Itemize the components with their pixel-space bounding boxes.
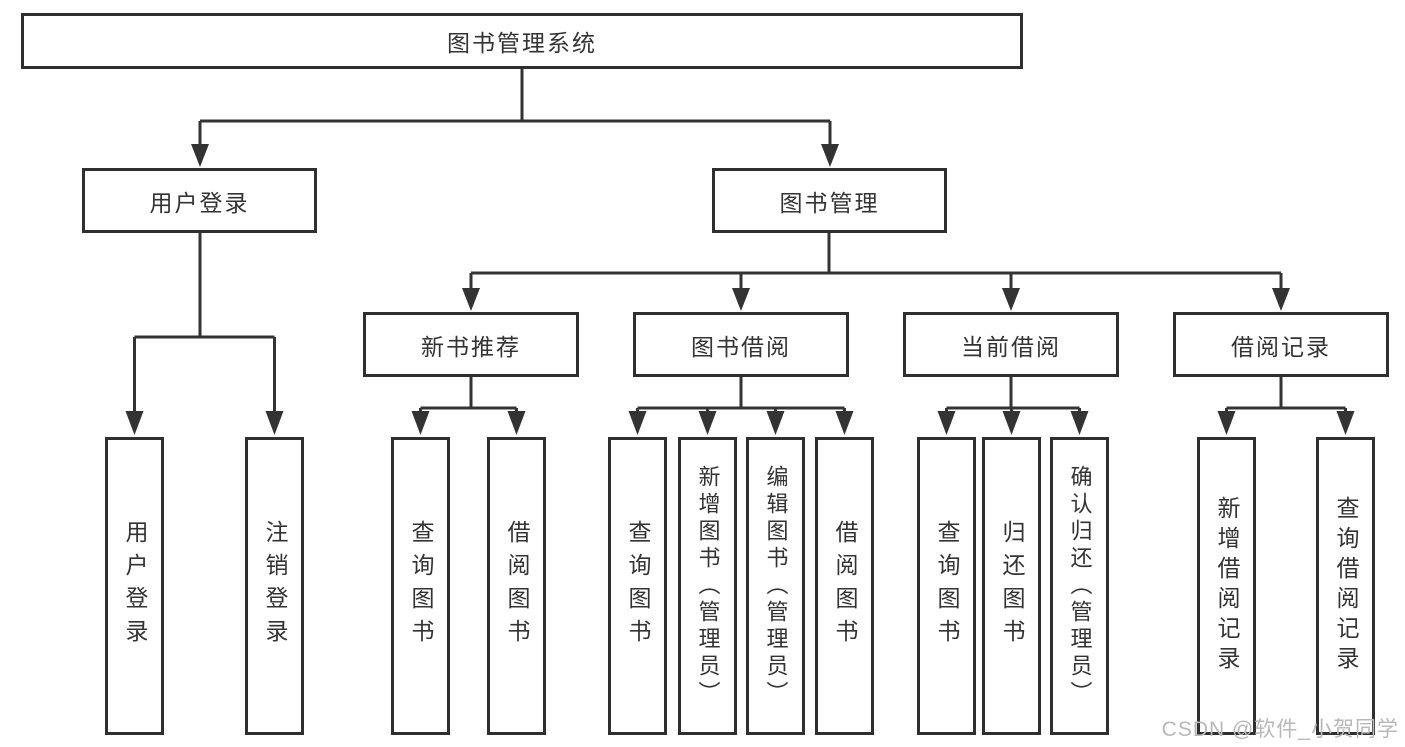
- arrowhead-book-borrowing: [732, 288, 750, 311]
- connector-user-login-children: [133, 232, 276, 412]
- leaf-add-borrow-record: 新增借阅记录: [1197, 437, 1256, 735]
- arrowhead-leaf-query-books-1: [411, 411, 430, 435]
- arrowhead-borrow-records: [1272, 288, 1290, 311]
- node-label: 借阅图书: [832, 520, 858, 652]
- node-label: 查询图书: [625, 520, 651, 652]
- node-label: 借阅记录: [1231, 333, 1331, 360]
- node-label: 新增图书（管理员）: [695, 464, 721, 708]
- leaf-user-login: 用户登录: [105, 437, 164, 735]
- node-label: 用户登录: [149, 189, 250, 216]
- node-book-borrowing: 图书借阅: [633, 312, 849, 377]
- connector-current-borrowing-children: [945, 376, 1081, 414]
- node-label: 注销登录: [262, 520, 288, 652]
- node-label: 归还图书: [999, 520, 1025, 652]
- leaf-logout-login: 注销登录: [245, 437, 304, 735]
- arrowhead-leaf-query-books-2: [628, 411, 647, 435]
- leaf-confirm-return-admin: 确认归还（管理员）: [1050, 437, 1109, 735]
- node-label: 确认归还（管理员）: [1067, 464, 1093, 708]
- arrowhead-leaf-add-borrow-record: [1217, 411, 1236, 435]
- node-label: 图书借阅: [691, 333, 791, 360]
- arrowhead-current-borrowing: [1002, 288, 1020, 311]
- leaf-query-books-3: 查询图书: [917, 437, 976, 735]
- node-label: 新书推荐: [421, 333, 521, 360]
- node-label: 图书管理: [779, 189, 880, 216]
- node-new-book-recommend: 新书推荐: [363, 312, 579, 377]
- node-label: 当前借阅: [961, 333, 1061, 360]
- arrowhead-leaf-query-borrow-record: [1336, 411, 1355, 435]
- csdn-watermark: CSDN @软件_小贺同学: [1161, 718, 1399, 741]
- leaf-query-books-2: 查询图书: [608, 437, 667, 735]
- connector-borrow-records-children: [1225, 376, 1347, 414]
- node-user-login-branch: 用户登录: [82, 168, 317, 233]
- arrowhead-leaf-logout: [265, 411, 284, 435]
- leaf-borrow-books-1: 借阅图书: [487, 437, 546, 735]
- leaf-query-borrow-record: 查询借阅记录: [1316, 437, 1375, 735]
- arrowhead-leaf-borrow-books-1: [507, 411, 526, 435]
- arrowhead-leaf-user-login: [125, 411, 144, 435]
- node-borrow-records: 借阅记录: [1173, 312, 1389, 377]
- node-book-management: 图书管理: [712, 168, 947, 233]
- arrowhead-new-book-recommend: [462, 288, 480, 311]
- node-label: 查询借阅记录: [1333, 496, 1359, 676]
- arrowhead-leaf-return-books: [1002, 411, 1021, 435]
- node-label: 查询图书: [934, 520, 960, 652]
- node-label: 用户登录: [122, 520, 148, 652]
- arrowhead-leaf-add-book: [698, 411, 717, 435]
- arrowhead-user-login: [191, 144, 209, 167]
- connector-new-book-recommend-children: [419, 376, 518, 414]
- leaf-query-books-1: 查询图书: [391, 437, 450, 735]
- leaf-borrow-books-2: 借阅图书: [815, 437, 874, 735]
- node-system-root: 图书管理系统: [21, 13, 1023, 69]
- connector-book-borrowing-children: [636, 376, 846, 414]
- node-current-borrowing: 当前借阅: [903, 312, 1119, 377]
- arrowhead-leaf-edit-book: [766, 411, 785, 435]
- arrowhead-leaf-borrow-books-2: [835, 411, 854, 435]
- connector-root-to-level1: [198, 68, 832, 146]
- arrowhead-book-management: [821, 144, 839, 167]
- connector-book-management-to-level2: [469, 232, 1283, 290]
- arrowhead-leaf-query-books-3: [937, 411, 956, 435]
- node-label: 查询图书: [408, 520, 434, 652]
- arrowhead-leaf-confirm-return: [1070, 411, 1089, 435]
- node-label: 借阅图书: [504, 520, 530, 652]
- leaf-edit-book-admin: 编辑图书（管理员）: [746, 437, 805, 735]
- leaf-add-book-admin: 新增图书（管理员）: [678, 437, 737, 735]
- node-label: 新增借阅记录: [1214, 496, 1240, 676]
- leaf-return-books: 归还图书: [982, 437, 1041, 735]
- node-label: 图书管理系统: [447, 30, 597, 56]
- node-label: 编辑图书（管理员）: [763, 464, 789, 708]
